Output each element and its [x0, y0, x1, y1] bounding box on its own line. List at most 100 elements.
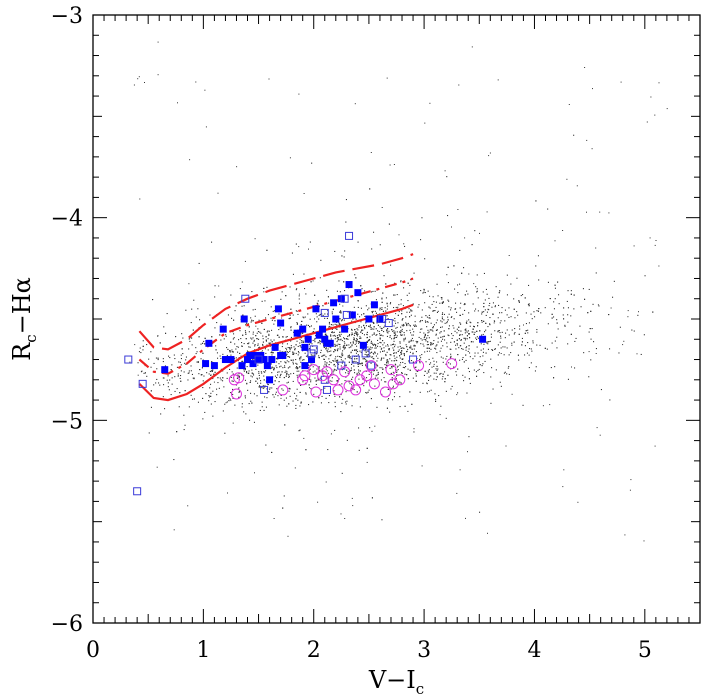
field-point: [370, 327, 372, 329]
field-point: [372, 314, 374, 316]
field-point: [525, 312, 527, 314]
field-point: [370, 356, 372, 358]
field-point: [489, 323, 491, 325]
field-point: [371, 312, 373, 314]
field-point: [435, 348, 437, 350]
field-point: [362, 377, 364, 379]
field-point: [305, 393, 307, 395]
field-point: [338, 280, 340, 282]
field-point: [436, 283, 438, 285]
field-point: [360, 307, 362, 309]
field-point: [286, 382, 288, 384]
field-point: [457, 368, 459, 370]
field-point: [433, 301, 435, 303]
field-point: [422, 343, 424, 345]
field-point: [377, 345, 379, 347]
field-point: [358, 449, 360, 451]
field-point: [426, 350, 428, 352]
field-point: [438, 395, 440, 397]
field-point: [292, 359, 294, 361]
field-point: [539, 344, 541, 346]
field-point: [477, 352, 479, 354]
field-point: [247, 389, 249, 391]
field-point: [589, 328, 591, 330]
field-point: [446, 274, 448, 276]
field-point: [377, 353, 379, 355]
field-point: [489, 340, 491, 342]
field-point: [424, 302, 426, 304]
field-point: [335, 359, 337, 361]
field-point: [446, 322, 448, 324]
open-circle-point: [350, 384, 362, 396]
field-point: [294, 467, 296, 469]
field-point: [356, 332, 358, 334]
field-point: [264, 300, 266, 302]
field-point: [426, 347, 428, 349]
filled-square-point: [257, 351, 265, 359]
field-point: [533, 311, 535, 313]
field-point: [285, 336, 287, 338]
field-point: [351, 497, 353, 499]
field-point: [391, 360, 393, 362]
field-point: [366, 355, 368, 357]
field-point: [250, 380, 252, 382]
field-point: [235, 384, 237, 386]
open-circle-point: [317, 370, 329, 382]
filled-square-point: [221, 356, 229, 364]
field-point: [415, 375, 417, 377]
field-point: [469, 325, 471, 327]
field-point: [342, 367, 344, 369]
field-point: [304, 352, 306, 354]
field-point: [554, 340, 556, 342]
field-point: [482, 291, 484, 293]
field-point: [395, 359, 397, 361]
field-point: [465, 330, 467, 332]
field-point: [468, 319, 470, 321]
field-point: [352, 361, 354, 363]
field-point: [450, 353, 452, 355]
field-point: [415, 366, 417, 368]
field-point: [209, 370, 211, 372]
field-point: [567, 314, 569, 316]
field-point: [289, 286, 291, 288]
field-point: [394, 294, 396, 296]
field-point: [381, 327, 383, 329]
field-point: [389, 336, 391, 338]
field-point: [374, 385, 376, 387]
field-point: [591, 328, 593, 330]
field-point: [171, 364, 173, 366]
field-point: [156, 466, 158, 468]
field-point: [142, 345, 144, 347]
field-point: [511, 329, 513, 331]
field-point: [394, 344, 396, 346]
field-point: [205, 393, 207, 395]
field-point: [462, 374, 464, 376]
field-point: [401, 328, 403, 330]
field-point: [382, 310, 384, 312]
field-point: [242, 314, 244, 316]
field-point: [486, 341, 488, 343]
field-point: [423, 345, 425, 347]
field-point: [258, 374, 260, 376]
field-point: [231, 349, 233, 351]
field-point: [387, 344, 389, 346]
field-point: [273, 339, 275, 341]
field-point: [394, 282, 396, 284]
field-point: [342, 350, 344, 352]
field-point: [499, 290, 501, 292]
field-point: [279, 350, 281, 352]
field-point: [295, 362, 297, 364]
field-point: [631, 329, 633, 331]
field-point: [263, 387, 265, 389]
field-point: [381, 329, 383, 331]
field-point: [558, 303, 560, 305]
field-point: [355, 331, 357, 333]
field-point: [401, 372, 403, 374]
field-point: [189, 159, 191, 161]
field-point: [268, 391, 270, 393]
field-point: [178, 406, 180, 408]
field-point: [429, 363, 431, 365]
field-point: [167, 386, 169, 388]
field-point: [310, 281, 312, 283]
field-point: [360, 326, 362, 328]
